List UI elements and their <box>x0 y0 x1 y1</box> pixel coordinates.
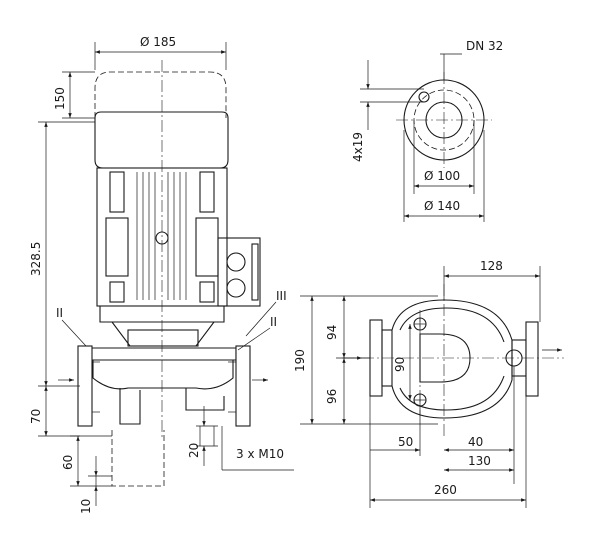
flange-view <box>396 72 492 168</box>
dim-260: 260 <box>434 483 457 497</box>
dim-motor-diameter: Ø 185 <box>140 35 176 49</box>
mark-left-ii: II <box>56 306 63 320</box>
side-view <box>58 60 268 487</box>
side-view-dimensions: Ø 185 150 328.5 70 60 10 20 <box>29 35 294 514</box>
top-view-dimensions: 128 190 94 96 90 50 40 130 260 <box>293 259 541 508</box>
mark-right-ii: II <box>270 315 277 329</box>
flange-view-dimensions: DN 32 4x19 Ø 100 Ø 140 <box>351 39 503 222</box>
mark-right-iii: III <box>276 289 287 303</box>
dim-height-motor-top: 150 <box>53 87 67 110</box>
dim-height-94: 94 <box>325 325 339 340</box>
dim-inner-90: 90 <box>393 357 407 372</box>
dim-foot-height: 20 <box>187 443 201 458</box>
dim-height-base: 60 <box>61 455 75 470</box>
dim-holes: 4x19 <box>351 132 365 162</box>
dim-height-flange: 70 <box>29 409 43 424</box>
dim-bolts: 3 x M10 <box>236 447 284 461</box>
top-view <box>342 284 564 436</box>
dim-height-total: 328.5 <box>29 242 43 276</box>
dim-40: 40 <box>468 435 483 449</box>
dim-width-128: 128 <box>480 259 503 273</box>
dim-bolt-circle: Ø 100 <box>424 169 460 183</box>
dim-height-96: 96 <box>325 389 339 404</box>
dim-flange-diameter: Ø 140 <box>424 199 460 213</box>
dim-50: 50 <box>398 435 413 449</box>
dim-height-190: 190 <box>293 349 307 372</box>
dim-nominal-size: DN 32 <box>466 39 503 53</box>
dim-130: 130 <box>468 454 491 468</box>
dim-base-thickness: 10 <box>79 499 93 514</box>
